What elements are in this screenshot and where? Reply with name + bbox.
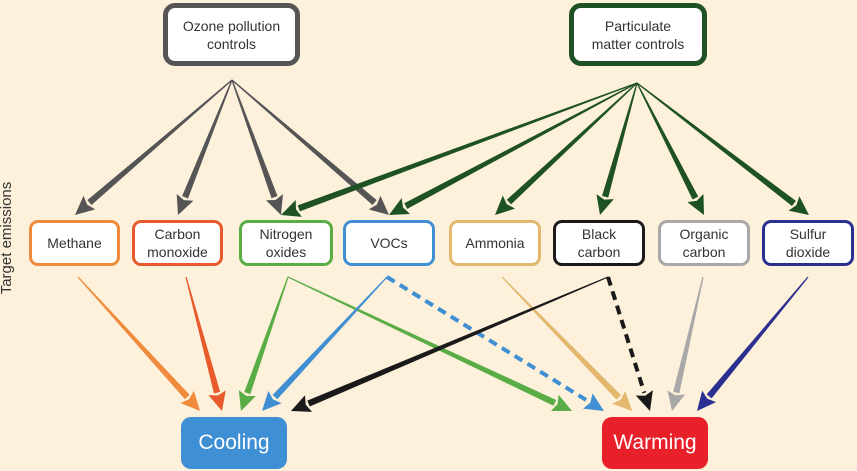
arrow-pm-to-oc [636,82,704,215]
arrow-nox-to-cooling [238,276,289,411]
cooling-box: Cooling [181,417,287,469]
nitrogen-oxides-box: Nitrogen oxides [239,220,333,266]
arrow-bc-to-warming [606,276,653,411]
arrow-pm-to-bc [596,82,638,215]
arrow-ozone-to-nox [231,79,283,215]
organic-carbon-box: Organic carbon [658,220,750,266]
arrow-oc-to-warming [667,276,704,411]
arrow-ozone-to-methane [75,79,233,215]
carbon-monoxide-box: Carbon monoxide [132,220,223,266]
black-carbon-box: Black carbon [553,220,645,266]
arrow-pm-to-vocs [389,82,638,215]
methane-box: Methane [29,220,120,266]
arrow-ozone-to-vocs [231,79,389,215]
arrow-nox-to-warming [287,276,572,412]
ozone-pollution-controls-box: Ozone pollution controls [163,3,300,66]
arrow-pm-to-so2 [636,82,809,215]
target-emissions-label: Target emissions [0,181,15,295]
arrow-co-to-cooling [185,276,226,411]
particulate-matter-controls-box: Particulate matter controls [569,3,707,66]
arrow-ozone-to-co [176,79,233,215]
arrow-pm-to-ammonia [495,82,638,215]
vocs-box: VOCs [343,220,435,266]
arrow-ammonia-to-warming [501,276,632,411]
ammonia-box: Ammonia [449,220,541,266]
arrow-vocs-to-cooling [262,276,388,411]
arrow-so2-to-warming [697,276,809,411]
arrow-methane-to-cooling [77,276,200,411]
arrow-bc-to-cooling [291,276,609,412]
sulfur-dioxide-box: Sulfur dioxide [762,220,854,266]
arrow-vocs-to-warming [385,275,604,411]
warming-box: Warming [602,417,708,469]
arrow-pm-to-nox [281,82,638,217]
